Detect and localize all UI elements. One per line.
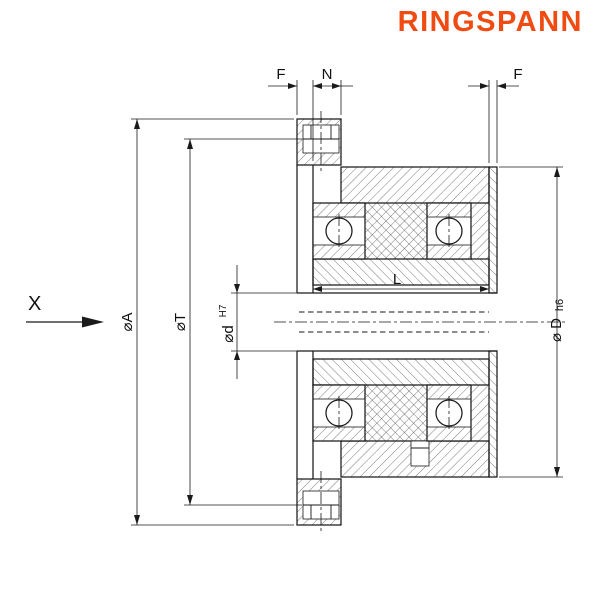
arrowhead	[288, 83, 297, 89]
sprag-zone-top	[364, 202, 428, 260]
dimension-dia-a: ⌀A	[119, 118, 294, 526]
arrowhead	[554, 167, 560, 177]
spacer-top	[470, 202, 490, 260]
bore	[297, 292, 497, 352]
dim-label-dia-a: ⌀A	[119, 312, 136, 331]
arrowhead	[332, 83, 341, 89]
arrowhead	[134, 119, 140, 129]
end-plate-bottom	[488, 350, 498, 478]
end-plate-top	[488, 166, 498, 294]
bearing-bottom-right	[426, 384, 472, 442]
dimension-dia-dh6: ⌀ D h6	[499, 166, 566, 478]
bolt-hole-counterbore-bottom	[303, 504, 339, 519]
inner-ring-bottom	[312, 358, 490, 386]
bearing-bottom-left	[312, 384, 366, 442]
outer-ring-top	[340, 166, 490, 204]
dim-label-dia-d-tolerance: H7	[218, 304, 229, 317]
dim-label-l: L	[393, 271, 401, 288]
dim-label-n: N	[322, 66, 333, 83]
brand-logo: RINGSPANN	[398, 6, 583, 38]
view-direction-x: X	[26, 293, 104, 328]
sprag-zone-bottom	[364, 384, 428, 442]
dimension-length-l: L	[313, 271, 489, 292]
outer-race	[426, 426, 472, 442]
dimension-top: F N F	[268, 66, 523, 163]
arrowhead	[313, 286, 322, 292]
dimension-dia-t: ⌀T	[172, 138, 302, 506]
dim-label-f-right: F	[513, 66, 522, 83]
inner-race	[312, 244, 366, 260]
arrowhead	[313, 83, 322, 89]
bearing-top-left	[312, 202, 366, 260]
arrowhead	[187, 495, 193, 505]
dim-label-dia-dh6: ⌀ D	[548, 318, 565, 342]
arrowhead	[554, 467, 560, 477]
arrowhead	[187, 139, 193, 149]
dim-label-dia-dh6-tolerance: h6	[554, 299, 566, 311]
dim-label-f-left: F	[276, 66, 285, 83]
dim-label-dia-d: ⌀d	[220, 325, 237, 342]
arrowhead	[480, 83, 489, 89]
arrowhead	[234, 351, 240, 360]
view-label-x: X	[28, 293, 41, 315]
bearing-top-right	[426, 202, 472, 260]
arrowhead	[497, 83, 506, 89]
arrowhead	[234, 284, 240, 293]
lube-plug	[410, 440, 430, 467]
dim-label-dia-t: ⌀T	[172, 313, 189, 331]
flange-section	[296, 111, 342, 533]
inner-race	[426, 244, 472, 260]
arrowhead	[480, 286, 489, 292]
spacer-bottom	[470, 384, 490, 442]
outer-race	[312, 426, 366, 442]
dimension-dia-d: ⌀d H7	[218, 265, 297, 379]
housing-section	[312, 166, 498, 478]
arrowhead	[134, 515, 140, 525]
view-arrowhead	[82, 316, 104, 328]
